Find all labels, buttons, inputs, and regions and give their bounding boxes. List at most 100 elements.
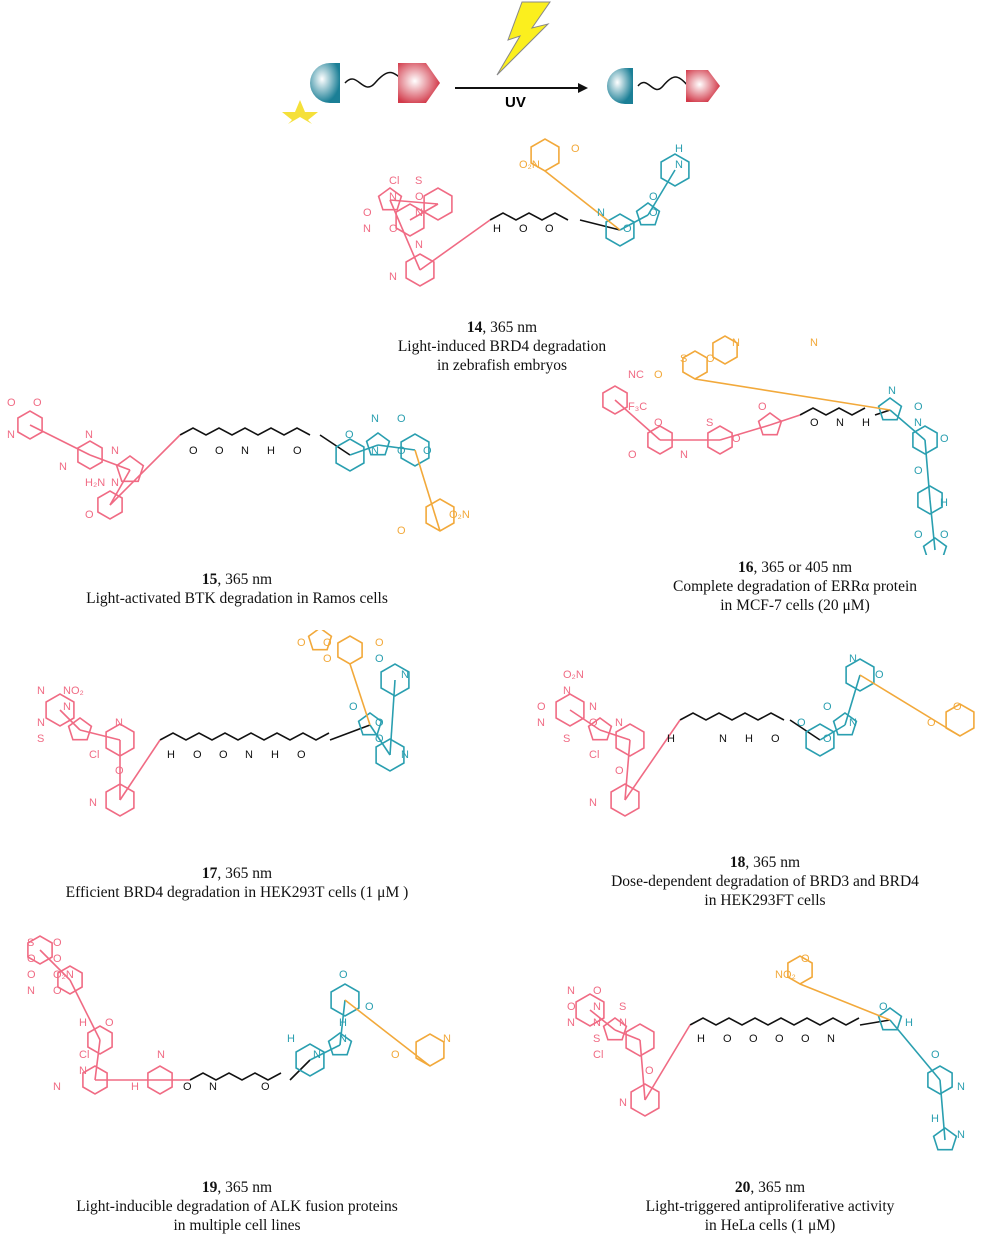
atom-label: N (157, 1049, 165, 1061)
linker-chain (159, 732, 330, 741)
atom-label: Cl (89, 749, 99, 761)
bond (309, 1044, 341, 1061)
atom-label: N (209, 1081, 217, 1093)
atom-label: H (931, 1113, 939, 1125)
lightning-bolt-icon (496, 1, 551, 76)
e3-ligand-ring (932, 1127, 958, 1151)
atom-label: S (593, 1033, 600, 1045)
caption-line: Light-inducible degradation of ALK fusio… (76, 1198, 398, 1215)
atom-label: O₂N (449, 509, 470, 521)
atom-label: O (183, 1081, 192, 1093)
bond (624, 739, 631, 801)
atom-label: N (619, 1017, 627, 1029)
atom-label: O (567, 1001, 576, 1013)
atom-label: O (363, 207, 372, 219)
bond (69, 979, 101, 1041)
e3-ligand-ring (832, 712, 858, 736)
atom-label: O (397, 413, 406, 425)
atom-label: O₂N (563, 669, 584, 681)
e3-ligand-ring (380, 663, 410, 697)
atom-label: N (241, 445, 249, 457)
warhead-shape (398, 63, 440, 103)
bond (349, 663, 371, 726)
atom-label: O (423, 445, 432, 457)
atom-label: S (706, 417, 713, 429)
warhead-ring (405, 253, 435, 287)
uncaged-protac-icon (606, 67, 720, 104)
atom-label: N (615, 717, 623, 729)
atom-label: O (219, 749, 228, 761)
atom-label: O (649, 207, 658, 219)
photocage-ring (337, 635, 363, 665)
wavelength: , 365 nm (482, 319, 538, 336)
bond (799, 983, 891, 1021)
uv-label: UV (505, 94, 526, 111)
atom-label: N (371, 413, 379, 425)
atom-label: O (914, 529, 923, 541)
bond (619, 214, 649, 231)
atom-label: H (667, 733, 675, 745)
atom-label: O (927, 717, 936, 729)
atom-label: O (571, 143, 580, 155)
atom-label: S (680, 353, 687, 365)
atom-label: O (397, 445, 406, 457)
atom-label: O (953, 701, 962, 713)
warhead-ring (27, 935, 53, 965)
e3-ligand-ring (330, 983, 360, 1017)
atom-label: O (391, 1049, 400, 1061)
atom-label: O (797, 717, 806, 729)
e3-ligand-ring (922, 537, 948, 555)
atom-label: O (732, 433, 741, 445)
atom-label: N (810, 337, 818, 349)
atom-label: O (297, 637, 306, 649)
atom-label: O (654, 369, 663, 381)
atom-label: S (563, 733, 570, 745)
linker-chain (489, 212, 569, 221)
caption-line: Light-activated BTK degradation in Ramos… (86, 590, 388, 607)
caption-line: in multiple cell lines (173, 1217, 301, 1234)
warhead-ring (625, 1023, 655, 1057)
warhead-ring (575, 993, 605, 1027)
bond (119, 739, 161, 801)
e3-ligand-ring (375, 738, 405, 772)
atom-label: H (493, 223, 501, 235)
bond (89, 454, 131, 471)
atom-label: O (940, 433, 949, 445)
atom-label: O (589, 717, 598, 729)
atom-label: N (401, 669, 409, 681)
atom-label: H (287, 1033, 295, 1045)
bond (109, 469, 131, 506)
caption-line: in MCF-7 cells (20 μM) (720, 597, 870, 614)
atom-label: H (131, 1081, 139, 1093)
warhead-ring (757, 412, 783, 436)
atom-label: O (940, 529, 949, 541)
atom-label: O (53, 937, 62, 949)
caption-line: Dose-dependent degradation of BRD3 and B… (611, 873, 919, 890)
atom-label: NO₂ (63, 685, 84, 697)
bond (344, 999, 431, 1067)
warhead-ring (555, 693, 585, 727)
atom-label: N (567, 985, 575, 997)
bond (819, 724, 846, 741)
atom-label: O (365, 1001, 374, 1013)
bond (349, 444, 379, 456)
atom-label: N (567, 1017, 575, 1029)
atom-label: N (27, 985, 35, 997)
bond (644, 1024, 691, 1101)
compound-number: 15 (201, 571, 218, 588)
atom-label: O (323, 637, 332, 649)
atom-label: N (37, 685, 45, 697)
atom-label: O (297, 749, 306, 761)
bond (409, 203, 439, 221)
atom-label: Cl (79, 1049, 89, 1061)
atom-label: O (293, 445, 302, 457)
atom-label: O (389, 223, 398, 235)
atom-label: O (105, 1017, 114, 1029)
bond (319, 434, 351, 456)
atom-label: O (189, 445, 198, 457)
bond (874, 409, 891, 416)
atom-label: N (957, 1081, 965, 1093)
